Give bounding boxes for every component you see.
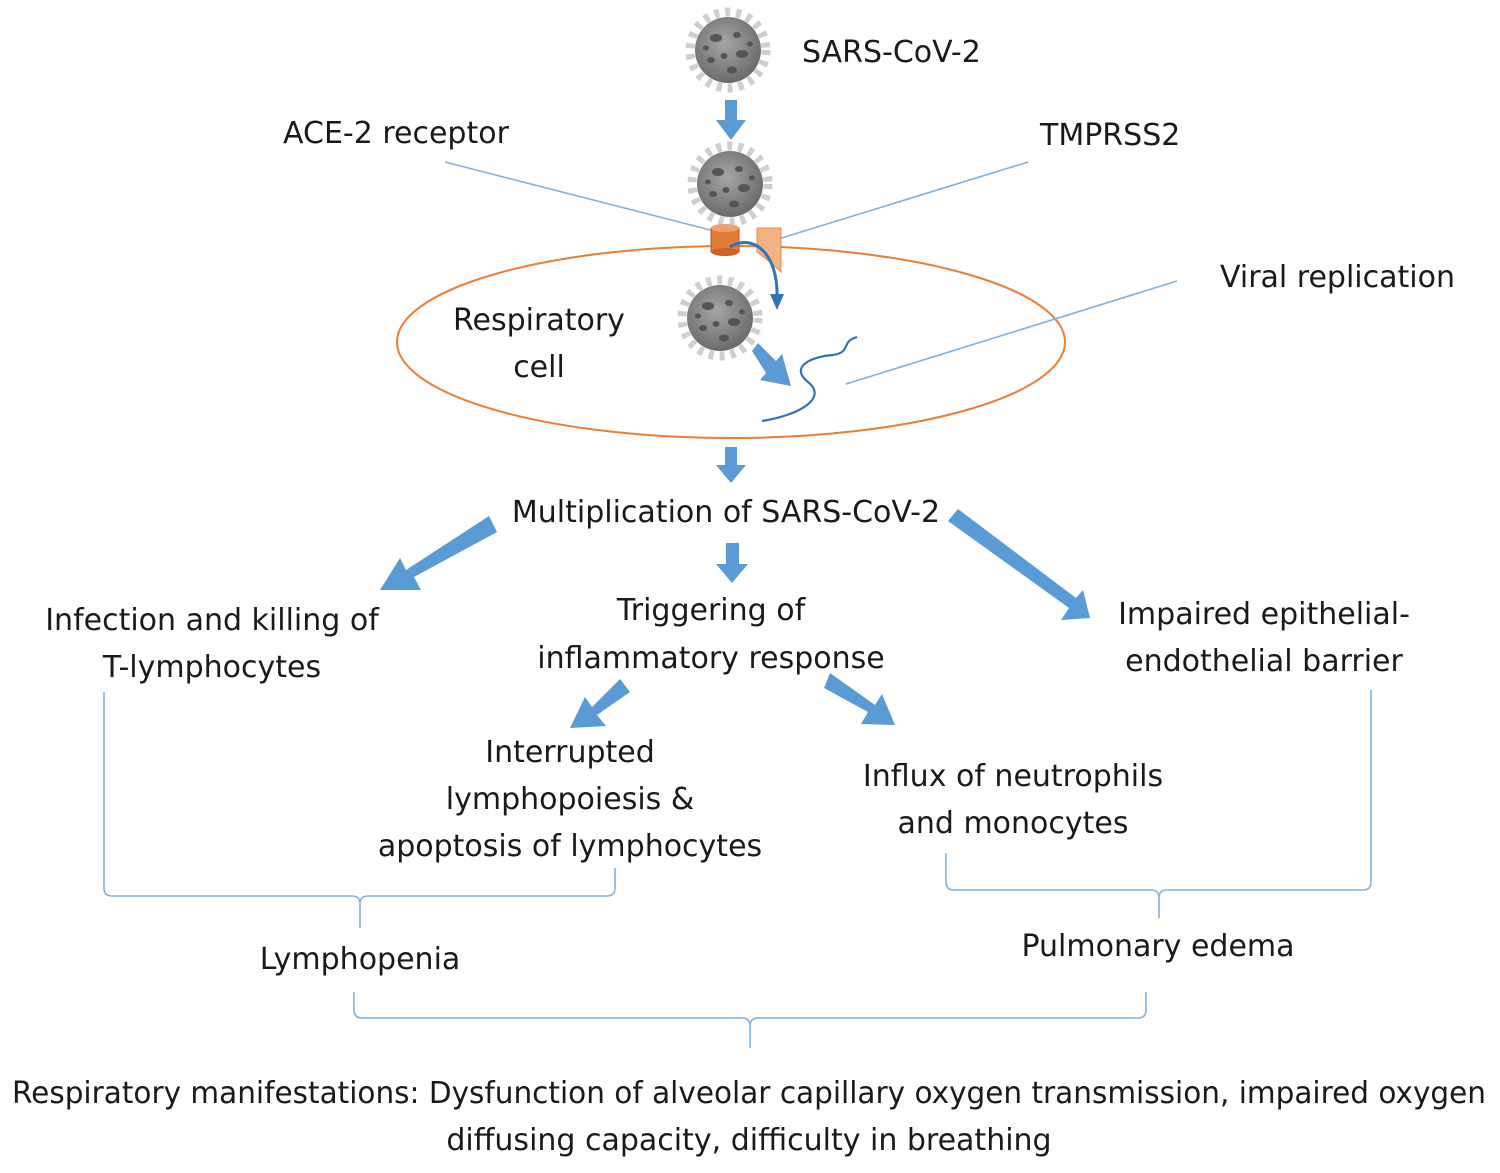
barrier-label-line1: Impaired epithelial- (1118, 597, 1410, 632)
tmprss2-label: TMPRSS2 (1039, 118, 1180, 153)
manifestations-label-line1: Respiratory manifestations: Dysfunction … (12, 1076, 1486, 1111)
inflammatory-label-line2: inflammatory response (537, 641, 884, 676)
arrow-to-inflammatory (716, 543, 748, 583)
arrow-to-lymphopoiesis (570, 679, 630, 728)
neutrophils-label-line2: and monocytes (897, 806, 1128, 841)
arrow-to-neutrophils (824, 673, 895, 725)
lymphopoiesis-label-line2: lymphopoiesis & (446, 782, 694, 817)
viral-replication-leader-line (845, 280, 1178, 385)
ace2-label: ACE-2 receptor (283, 116, 510, 151)
ace2-receptor-icon (710, 224, 740, 256)
viral-replication-label: Viral replication (1220, 260, 1455, 295)
respiratory-cell-label-line2: cell (513, 350, 565, 385)
entry-curve-arrow (729, 241, 779, 297)
tcell-infection-label-line2: T-lymphocytes (102, 650, 321, 685)
arrow-cell-down (716, 447, 746, 483)
lymphopenia-bracket (103, 692, 616, 928)
tmprss2-icon (756, 227, 782, 274)
manifestations-bracket (353, 992, 1147, 1048)
virus-particle-icon (690, 12, 766, 88)
respiratory-cell-label-line1: Respiratory (453, 303, 625, 338)
edema-label: Pulmonary edema (1021, 929, 1294, 964)
ace2-leader-line (444, 161, 719, 233)
manifestations-label-line2: diffusing capacity, difficulty in breath… (446, 1123, 1051, 1158)
tmprss2-leader-line (774, 161, 1029, 241)
neutrophils-label-line1: Influx of neutrophils (863, 759, 1163, 794)
multiplication-label: Multiplication of SARS-CoV-2 (512, 495, 940, 530)
inflammatory-label-line1: Triggering of (616, 593, 807, 628)
rna-strand-icon (761, 335, 858, 423)
arrow-to-tcell-infection (380, 516, 497, 590)
lymphopenia-label: Lymphopenia (260, 942, 461, 977)
arrow-virus-down (716, 100, 746, 140)
virus-particle-icon (682, 280, 758, 356)
arrow-to-barrier (948, 509, 1090, 620)
virus-particle-icon (692, 146, 768, 222)
arrow-to-rna (752, 343, 791, 386)
lymphopoiesis-label-line1: Interrupted (485, 735, 655, 770)
lymphopoiesis-label-line3: apoptosis of lymphocytes (378, 829, 762, 864)
edema-bracket (945, 690, 1372, 918)
tcell-infection-label-line1: Infection and killing of (45, 603, 380, 638)
barrier-label-line2: endothelial barrier (1125, 644, 1403, 679)
virus-label: SARS-CoV-2 (802, 35, 981, 70)
